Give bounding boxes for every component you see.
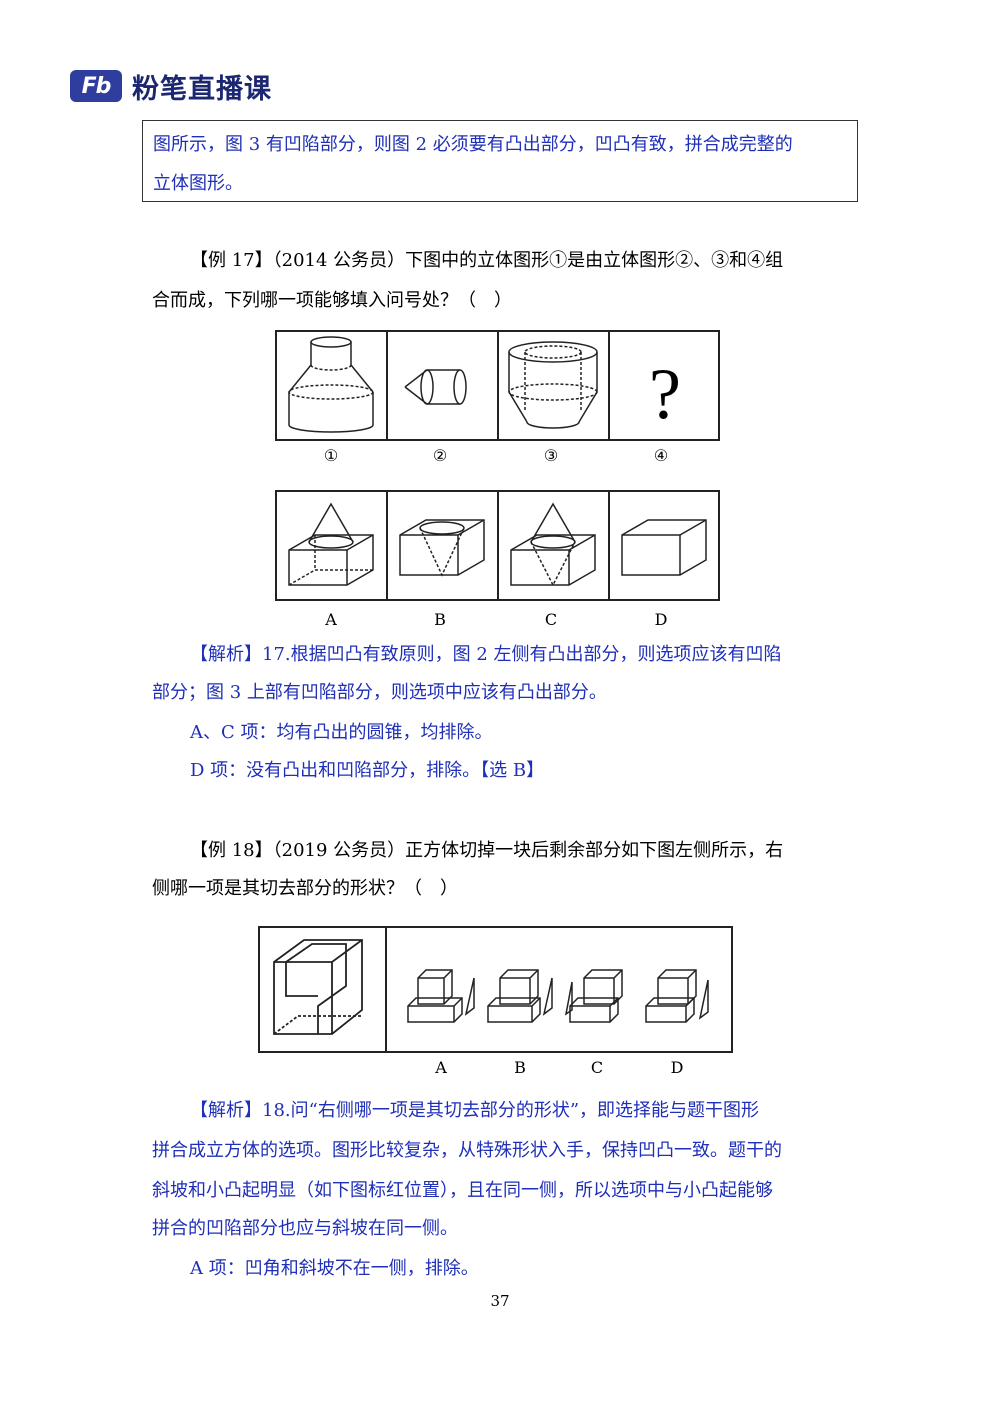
ex18-stem-cut-cube (273, 939, 363, 1035)
ex17-option-b-label: B (434, 610, 446, 629)
ex17-label-1: ① (323, 446, 339, 465)
ex18-option-b-label: B (514, 1058, 526, 1077)
ex18-analysis-line-4: 拼合的凹陷部分也应与斜坡在同一侧。 (152, 1218, 458, 1239)
ex18-question-line-1: 【例 18】（2019 公务员）正方体切掉一块后剩余部分如下图左侧所示，右 (190, 840, 784, 861)
ex17-analysis-line-2: 部分；图 3 上部有凹陷部分，则选项中应该有凸出部分。 (152, 682, 607, 703)
ex18-option-b-piece (487, 969, 553, 1023)
ex17-analysis-line-1: 【解析】17.根据凹凸有致原则，图 2 左侧有凸出部分，则选项应该有凹陷 (190, 644, 782, 665)
ex18-option-d-piece (645, 969, 709, 1023)
shape-2-cone-cylinder (404, 369, 467, 405)
ex18-option-c-piece (564, 969, 623, 1023)
ex18-option-a-label: A (435, 1058, 447, 1077)
option-b-cube-with-cone-hole (399, 519, 485, 577)
ex18-option-d-label: D (670, 1058, 684, 1077)
ex18-question-line-2: 侧哪一项是其切去部分的形状？（ ） (152, 878, 458, 899)
ex17-option-d-label: D (654, 610, 668, 629)
ex18-analysis-line-3: 斜坡和小凸起明显（如下图标红位置），且在同一侧，所以选项中与小凸起能够 (152, 1180, 773, 1201)
note-line-1: 图所示，图 3 有凹陷部分，则图 2 必须要有凸出部分，凹凸有致，拼合成完整的 (153, 134, 793, 155)
option-d-plain-cube (621, 519, 707, 576)
ex17-option-c-label: C (544, 610, 558, 629)
option-a-cube-with-cone (288, 502, 374, 586)
ex17-options-figure (275, 490, 720, 601)
note-line-2: 立体图形。 (153, 173, 243, 194)
shape-1-composite-solid (288, 336, 374, 433)
ex17-option-a-label: A (325, 610, 337, 629)
ex18-option-a-piece (407, 969, 475, 1023)
logo-mark: Fb (70, 70, 122, 102)
continued-note-box: 图所示，图 3 有凹陷部分，则图 2 必须要有凸出部分，凹凸有致，拼合成完整的 … (142, 120, 858, 202)
brand-name: 粉笔直播课 (132, 73, 272, 105)
ex17-question-line-2: 合而成，下列哪一项能够填入问号处？（ ） (152, 290, 512, 311)
shape-3-hollow-frustum (508, 341, 598, 429)
ex17-analysis-line-3: A、C 项：均有凸出的圆锥，均排除。 (190, 722, 493, 743)
ex17-label-4: ④ (653, 446, 669, 465)
ex17-label-3: ③ (543, 446, 559, 465)
ex17-question-line-1: 【例 17】（2014 公务员）下图中的立体图形①是由立体图形②、③和④组 (190, 250, 784, 271)
ex18-analysis-line-5: A 项：凹角和斜坡不在一侧，排除。 (190, 1258, 479, 1279)
ex17-label-2: ② (432, 446, 448, 465)
ex18-analysis-line-1: 【解析】18.问“右侧哪一项是其切去部分的形状”，即选择能与题干图形 (190, 1100, 760, 1121)
ex17-stem-figure: ? (275, 330, 720, 441)
brand-logo: Fb 粉笔直播课 (70, 66, 272, 106)
unknown-piece-question-mark: ? (649, 354, 681, 434)
option-c-cube-with-cone-and-hole (510, 502, 596, 587)
ex18-option-c-label: C (590, 1058, 604, 1077)
ex17-analysis-line-4: D 项：没有凸出和凹陷部分，排除。【选 B】 (190, 760, 545, 781)
page-number: 37 (490, 1292, 510, 1310)
ex18-analysis-line-2: 拼合成立方体的选项。图形比较复杂，从特殊形状入手，保持凹凸一致。题干的 (152, 1140, 782, 1161)
ex18-figure (258, 926, 733, 1053)
